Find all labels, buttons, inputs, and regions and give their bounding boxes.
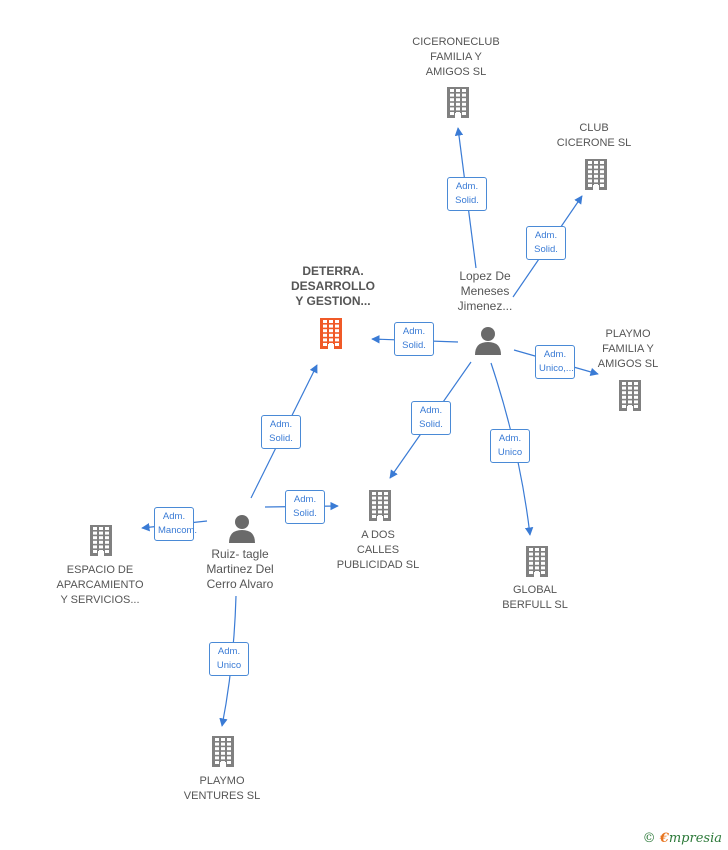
relation-label[interactable]: Adm. Unico (490, 429, 530, 463)
building-icon[interactable] (318, 317, 344, 354)
relation-label[interactable]: Adm. Mancom. (154, 507, 197, 541)
person-icon[interactable] (227, 513, 257, 548)
brand-logo: © €mpresia (643, 831, 722, 846)
building-icon[interactable] (524, 545, 550, 582)
relation-label[interactable]: Adm. Unico,... (535, 345, 575, 379)
person-icon[interactable] (473, 325, 503, 360)
building-icon[interactable] (445, 86, 471, 123)
company-label[interactable]: PLAYMO VENTURES SL (183, 775, 261, 802)
brand-e-letter: € (659, 831, 669, 846)
relation-label[interactable]: Adm. Unico (209, 642, 249, 676)
building-icon[interactable] (88, 524, 114, 561)
building-icon[interactable] (617, 379, 643, 416)
person-label[interactable]: Ruiz- tagle Martinez Del Cerro Alvaro (206, 547, 274, 591)
building-icon[interactable] (367, 489, 393, 526)
company-label[interactable]: ESPACIO DE APARCAMIENTO Y SERVICIOS... (56, 564, 144, 606)
company-label[interactable]: PLAYMO FAMILIA Y AMIGOS SL (597, 328, 659, 370)
building-icon[interactable] (583, 158, 609, 195)
copyright-symbol: © (642, 831, 656, 846)
relation-label[interactable]: Adm. Solid. (261, 415, 301, 449)
person-label[interactable]: Lopez De Meneses Jimenez... (457, 269, 513, 313)
relation-label[interactable]: Adm. Solid. (285, 490, 325, 524)
company-label[interactable]: A DOS CALLES PUBLICIDAD SL (336, 529, 420, 571)
building-icon[interactable] (210, 735, 236, 772)
relation-label[interactable]: Adm. Solid. (394, 322, 434, 356)
company-label[interactable]: GLOBAL BERFULL SL (502, 584, 568, 611)
brand-name: mpresia (668, 831, 722, 846)
relation-label[interactable]: Adm. Solid. (447, 177, 487, 211)
relation-label[interactable]: Adm. Solid. (411, 401, 451, 435)
company-label[interactable]: DETERRA. DESARROLLO Y GESTION... (291, 264, 375, 308)
company-label[interactable]: CICERONECLUB FAMILIA Y AMIGOS SL (412, 36, 500, 78)
company-label[interactable]: CLUB CICERONE SL (556, 122, 632, 149)
relation-label[interactable]: Adm. Solid. (526, 226, 566, 260)
